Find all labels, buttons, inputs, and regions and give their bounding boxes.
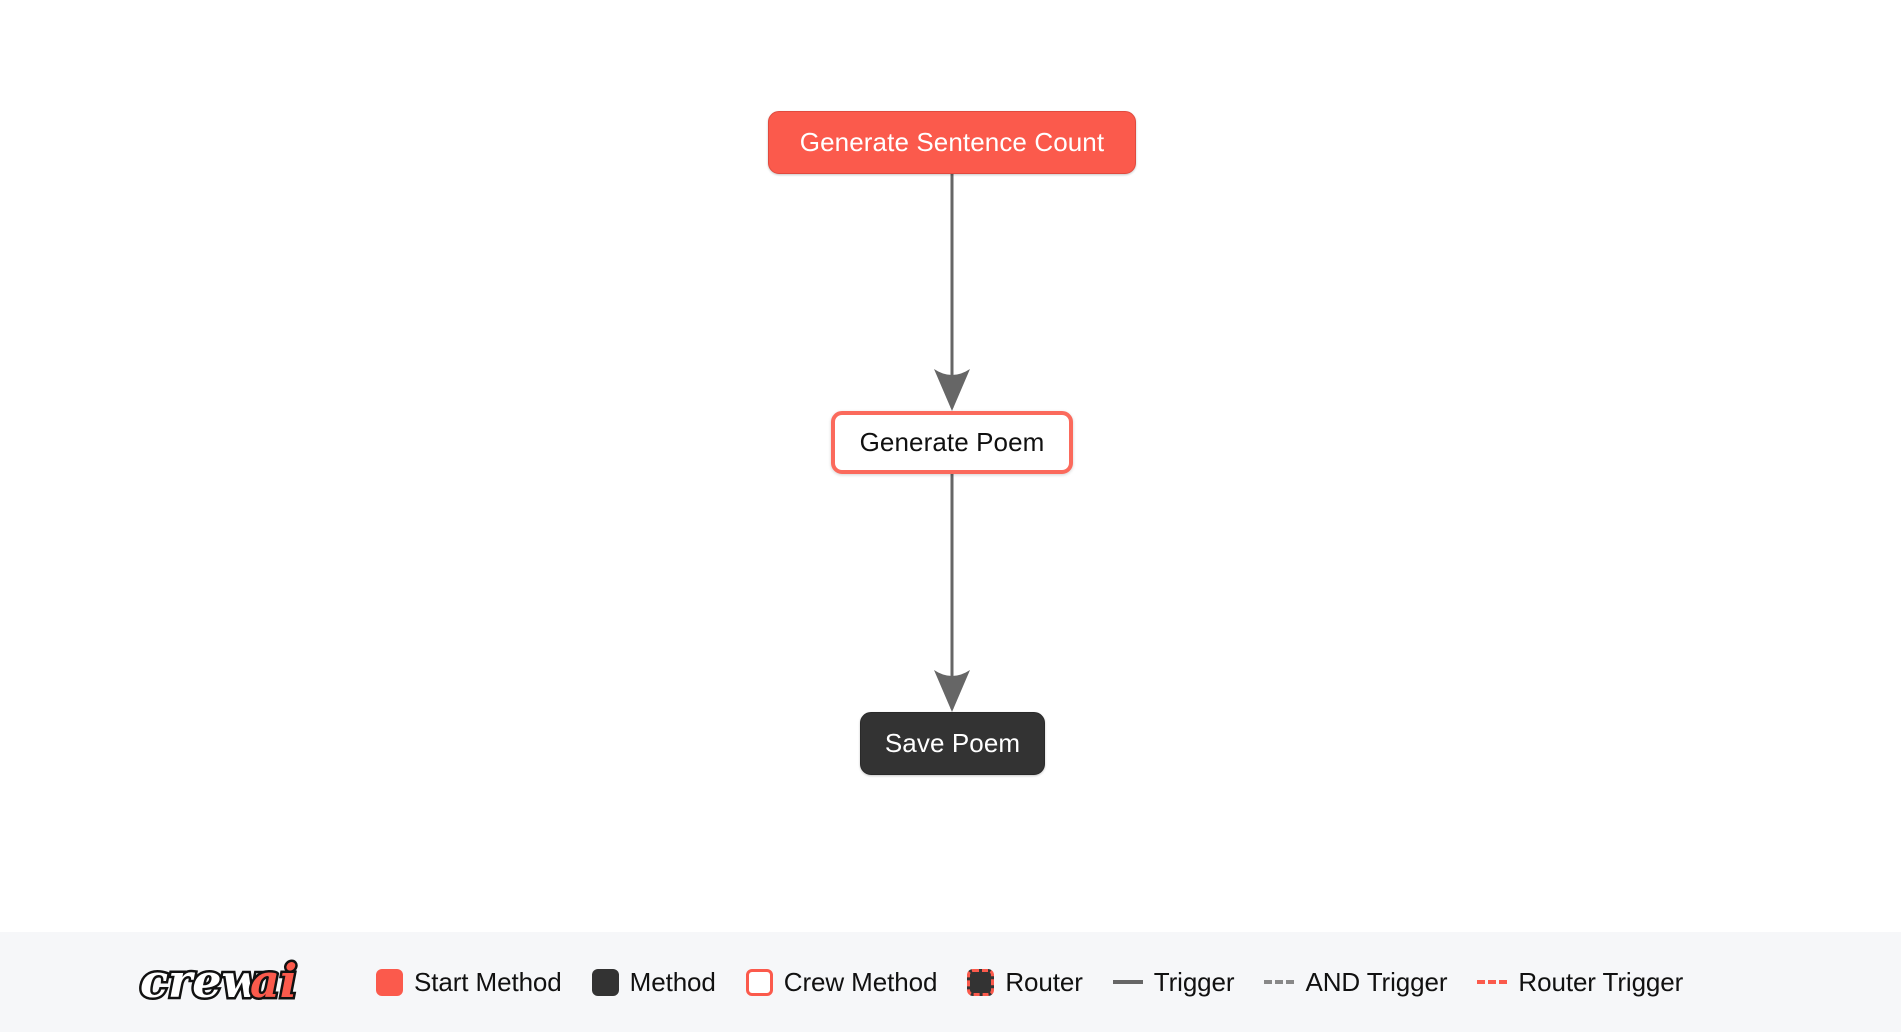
flow-node-generate-sentence-count[interactable]: Generate Sentence Count	[768, 111, 1136, 174]
legend-item-label: AND Trigger	[1305, 966, 1448, 997]
legend-item-start-method[interactable]: Start Method	[376, 967, 562, 998]
legend-bar: crew ai Start Method Method Crew Method …	[0, 932, 1901, 1032]
flow-node-label: Save Poem	[884, 728, 1021, 758]
crewai-logo-text-primary: crew	[140, 954, 263, 1008]
flow-node-label: Generate Poem	[859, 427, 1045, 457]
legend-item-label: Crew Method	[783, 966, 938, 997]
legend-item-crew-method[interactable]: Crew Method	[745, 966, 938, 998]
crew-method-swatch-icon	[745, 968, 773, 996]
edge-generate-sentence-count-to-generate-poem	[934, 174, 970, 411]
legend-item-and-trigger[interactable]: AND Trigger	[1264, 966, 1448, 998]
router-swatch-icon	[967, 968, 995, 996]
legend-item-router[interactable]: Router	[967, 966, 1083, 998]
legend-item-trigger[interactable]: Trigger	[1112, 966, 1235, 998]
start-method-swatch-icon	[376, 968, 403, 996]
edge-generate-poem-to-save-poem	[934, 474, 970, 712]
crewai-logo-text-accent: ai	[250, 954, 297, 1008]
flow-node-save-poem[interactable]: Save Poem	[860, 712, 1045, 775]
method-swatch-icon	[591, 968, 619, 996]
flow-node-label: Generate Sentence Count	[799, 127, 1105, 157]
and-trigger-line-icon	[1264, 980, 1295, 984]
trigger-line-icon	[1112, 980, 1143, 984]
legend-item-label: Start Method	[414, 966, 562, 997]
legend-item-router-trigger[interactable]: Router Trigger	[1477, 967, 1683, 998]
legend-item-label: Router Trigger	[1518, 966, 1684, 997]
legend-item-label: Router	[1005, 966, 1083, 997]
flow-node-generate-poem[interactable]: Generate Poem	[831, 411, 1073, 474]
crewai-logo: crew ai	[138, 952, 300, 1011]
legend-item-method[interactable]: Method	[591, 966, 716, 998]
router-trigger-line-icon	[1477, 980, 1508, 984]
legend-item-label: Method	[629, 966, 716, 997]
legend-item-label: Trigger	[1153, 966, 1235, 997]
flow-canvas: Generate Sentence Count Generate Poem Sa…	[768, 111, 1136, 775]
